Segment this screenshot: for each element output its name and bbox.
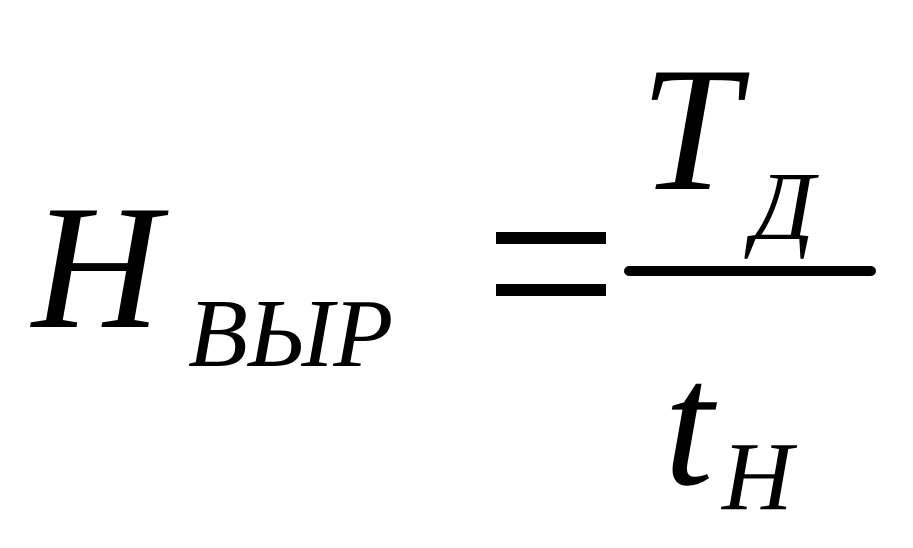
- numerator-subscript: Д: [752, 153, 815, 261]
- numerator-symbol: T: [640, 30, 739, 228]
- equals-bar-bottom: [496, 284, 606, 296]
- equals-sign: [496, 232, 606, 296]
- denominator-symbol: t: [664, 325, 714, 523]
- denominator-subscript: Н: [722, 423, 793, 531]
- fraction-line: [624, 266, 876, 276]
- equals-bar-top: [496, 232, 606, 244]
- lhs-symbol: H: [32, 168, 161, 366]
- lhs-subscript: ВЫР: [188, 280, 394, 388]
